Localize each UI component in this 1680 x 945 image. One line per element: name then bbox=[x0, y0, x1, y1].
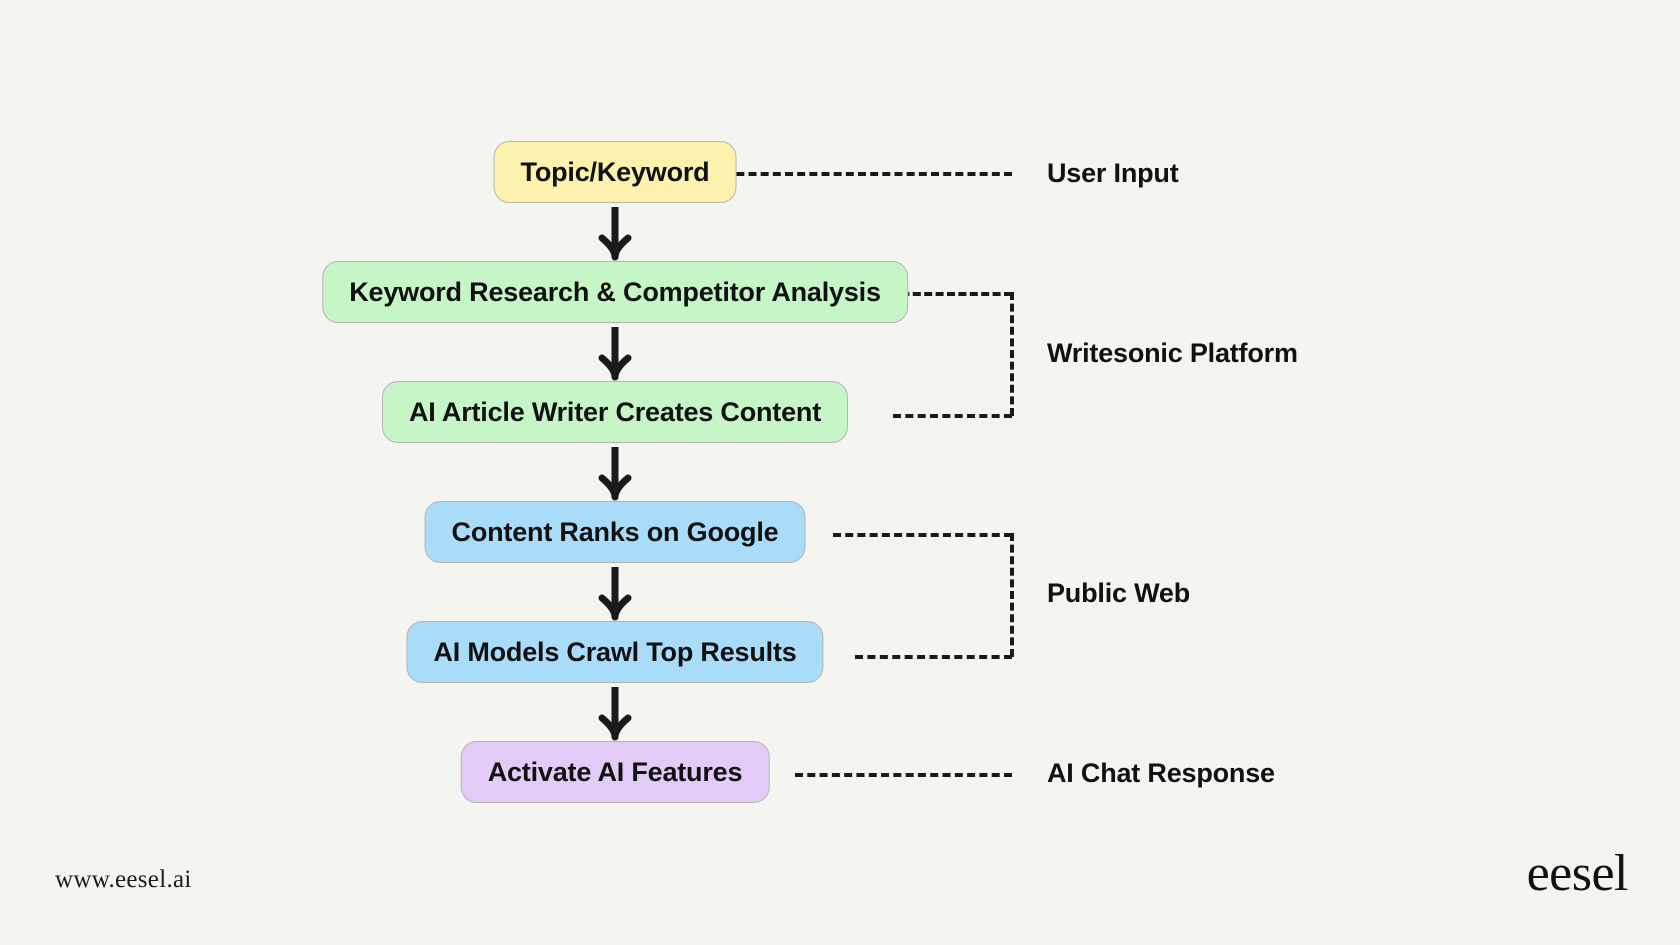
node-content-ranks[interactable]: Content Ranks on Google bbox=[424, 501, 806, 563]
group-label-public-web: Public Web bbox=[1047, 578, 1191, 608]
node-label: AI Models Crawl Top Results bbox=[433, 636, 797, 667]
connector-writesonic-bottom bbox=[893, 414, 1012, 418]
group-label-ai-chat-response: AI Chat Response bbox=[1047, 758, 1275, 788]
eesel-logo: eesel bbox=[1526, 845, 1629, 902]
node-topic-keyword[interactable]: Topic/Keyword bbox=[493, 141, 737, 203]
node-label: Content Ranks on Google bbox=[451, 516, 779, 547]
footer-website-url[interactable]: www.eesel.ai bbox=[55, 866, 192, 893]
connector-public-web-spine bbox=[1010, 533, 1014, 657]
arrow-down-icon bbox=[598, 327, 632, 381]
connector-user-input bbox=[712, 172, 1012, 176]
connector-writesonic-spine bbox=[1010, 292, 1014, 416]
connector-writesonic-top bbox=[890, 292, 1012, 296]
node-activate-ai-features[interactable]: Activate AI Features bbox=[460, 741, 770, 803]
arrow-down-icon bbox=[598, 207, 632, 261]
connector-ai-chat-response bbox=[795, 773, 1012, 777]
node-label: Activate AI Features bbox=[487, 756, 743, 787]
connector-public-web-bottom bbox=[855, 655, 1012, 659]
node-keyword-research[interactable]: Keyword Research & Competitor Analysis bbox=[322, 261, 908, 323]
arrow-down-icon bbox=[598, 567, 632, 621]
node-label: AI Article Writer Creates Content bbox=[409, 396, 821, 427]
arrow-down-icon bbox=[598, 687, 632, 741]
group-label-user-input: User Input bbox=[1047, 158, 1179, 188]
arrow-down-icon bbox=[598, 447, 632, 501]
group-label-writesonic-platform: Writesonic Platform bbox=[1047, 338, 1298, 368]
node-label: Keyword Research & Competitor Analysis bbox=[349, 276, 881, 307]
node-ai-models-crawl[interactable]: AI Models Crawl Top Results bbox=[406, 621, 824, 683]
connector-public-web-top bbox=[833, 533, 1012, 537]
node-ai-article-writer[interactable]: AI Article Writer Creates Content bbox=[382, 381, 848, 443]
node-label: Topic/Keyword bbox=[520, 156, 710, 187]
